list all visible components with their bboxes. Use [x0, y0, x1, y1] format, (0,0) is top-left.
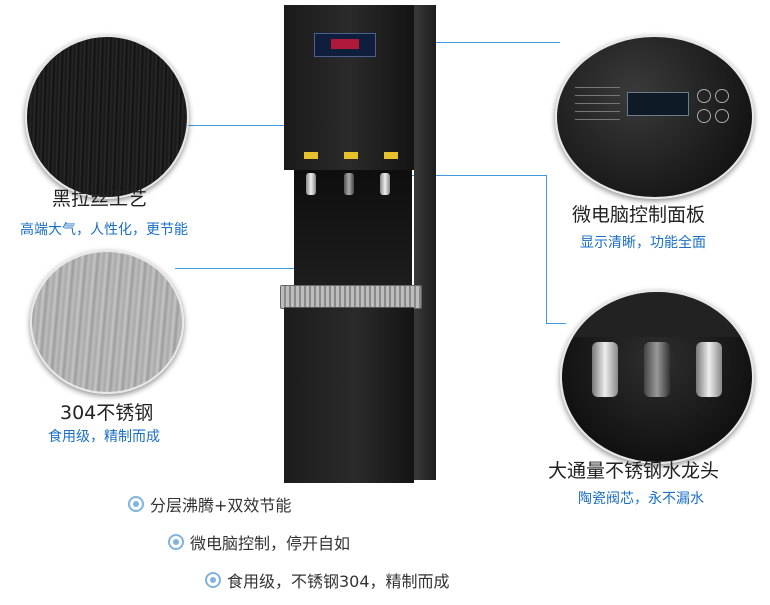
connector-line-brushed [180, 125, 340, 126]
connector-line-steel [175, 268, 345, 269]
label-tag [304, 152, 318, 159]
faucet-closeup [560, 290, 754, 464]
bullet-text: 微电脑控制，停开自如 [190, 534, 351, 553]
bullet-item: 食用级，不锈钢304，精制而成 [205, 568, 450, 592]
brushed-sub: 高端大气，人性化，更节能 [20, 222, 188, 238]
body-control-panel [314, 33, 376, 57]
water-dispenser [280, 5, 440, 485]
faucet-label-strip [300, 150, 400, 162]
panel-button [697, 109, 711, 123]
lower-cabinet [284, 307, 414, 483]
faucet-warm [344, 173, 354, 195]
panel-display [627, 92, 689, 116]
bullet-item: 微电脑控制，停开自如 [168, 530, 350, 554]
brushed-title: 黑拉丝工艺 [52, 188, 148, 210]
faucet-middle [644, 342, 670, 397]
stainless-steel-sample [30, 250, 184, 394]
faucet-right [696, 342, 722, 397]
faucet-panel-strip [562, 292, 752, 337]
bullet-circle-icon [168, 534, 184, 550]
side-panel [414, 5, 436, 480]
panel-button [715, 89, 729, 103]
label-tag [344, 152, 358, 159]
bullet-item: 分层沸腾+双效节能 [128, 492, 291, 516]
panel-title: 微电脑控制面板 [572, 204, 706, 226]
faucet-title: 大通量不锈钢水龙头 [548, 460, 720, 482]
upper-cabinet [284, 5, 414, 170]
faucet-left [592, 342, 618, 397]
control-panel-closeup [555, 35, 754, 199]
steel-title: 304不锈钢 [60, 402, 154, 424]
connector-line-faucet-h [398, 175, 546, 176]
panel-button [697, 89, 711, 103]
bullet-circle-icon [205, 572, 221, 588]
bullet-text: 分层沸腾+双效节能 [150, 496, 292, 515]
body-display [331, 39, 359, 49]
drip-tray [280, 285, 422, 309]
bullet-text: 食用级，不锈钢304，精制而成 [227, 572, 450, 591]
connector-line-panel [380, 42, 560, 43]
connector-line-faucet-v [546, 175, 547, 323]
brushed-black-sample [25, 35, 189, 199]
faucet-cold [380, 173, 390, 195]
bullet-circle-icon [128, 496, 144, 512]
faucet-hot [306, 173, 316, 195]
panel-text-lines [575, 87, 620, 127]
panel-sub: 显示清晰，功能全面 [580, 235, 706, 251]
faucet-sub: 陶瓷阀芯，永不漏水 [578, 491, 704, 507]
panel-button [715, 109, 729, 123]
label-tag [384, 152, 398, 159]
connector-line-faucet-h2 [546, 323, 566, 324]
steel-sub: 食用级，精制而成 [48, 429, 160, 445]
